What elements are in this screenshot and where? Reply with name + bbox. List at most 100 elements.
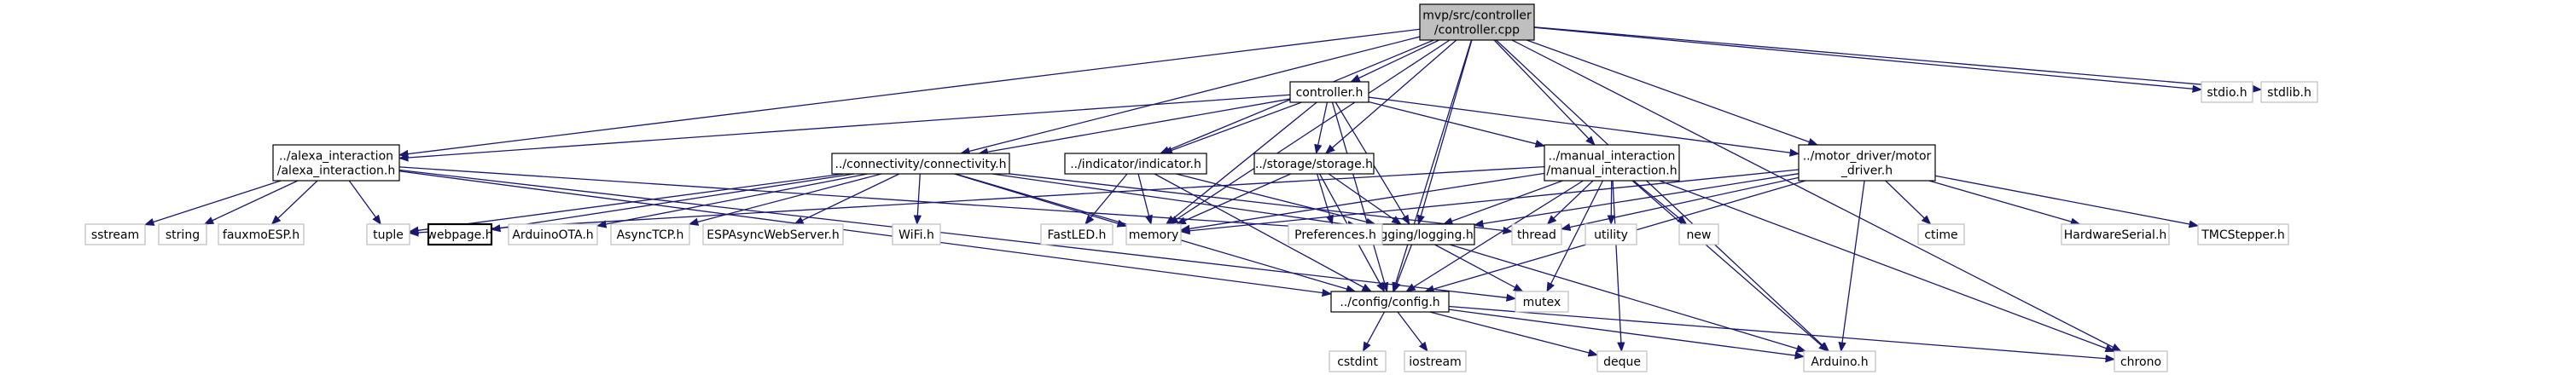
node-label: controller.h (1296, 86, 1364, 100)
include-edge-connectivity-to-asynctcp (688, 173, 882, 226)
file-node-manual[interactable]: ../manual_interaction/manual_interaction… (1544, 144, 1680, 182)
include-edge-controller_h-to-indicator (1162, 101, 1302, 154)
file-node-mutex: mutex (1515, 291, 1569, 313)
node-box (1404, 350, 1467, 372)
node-box (1803, 350, 1876, 372)
include-edge-config-to-arduino (1448, 309, 1806, 360)
file-node-controller-cpp[interactable]: mvp/src/controller/controller.cpp (1419, 3, 1535, 41)
node-box (272, 144, 400, 182)
include-edge-motor-to-thread (1560, 176, 1800, 232)
include-edge-controller_cpp-to-chrono (1511, 39, 2122, 352)
node-label: mvp/src/controller (1422, 9, 1532, 23)
file-node-string: string (158, 223, 207, 245)
node-label: ../manual_interaction (1549, 150, 1676, 164)
include-edge-controller_cpp-to-memory (1168, 39, 1451, 225)
file-node-fauxmo: fauxmoESP.h (218, 223, 305, 245)
node-box (1917, 223, 1965, 245)
include-edge-connectivity-to-thread (1009, 173, 1514, 235)
file-node-new: new (1678, 223, 1719, 245)
node-label: /manual_interaction.h (1546, 164, 1677, 178)
file-node-controller-h[interactable]: controller.h (1289, 81, 1369, 103)
file-node-motor[interactable]: ../motor_driver/motor_driver.h (1798, 144, 1936, 182)
node-box (2061, 223, 2170, 245)
include-edge-connectivity-to-memory (954, 173, 1128, 228)
node-label: /controller.cpp (1434, 24, 1520, 38)
file-node-deque: deque (1596, 350, 1648, 372)
node-label: ../connectivity/connectivity.h (835, 158, 1007, 171)
node-box (1288, 223, 1383, 245)
include-edge-controller_h-to-memory (1165, 101, 1317, 225)
node-label: _driver.h (1840, 164, 1893, 178)
include-edge-storage-to-logging (1328, 173, 1402, 225)
include-edge-manual-to-memory (1179, 172, 1545, 233)
node-box (2197, 223, 2289, 245)
include-edge-controller_cpp-to-stdio (1533, 26, 2203, 93)
node-label: ../alexa_interaction (279, 150, 393, 164)
dependency-edges (143, 26, 2263, 363)
file-node-storage[interactable]: ../storage/storage.h (1253, 153, 1375, 175)
file-node-alexa[interactable]: ../alexa_interaction/alexa_interaction.h (272, 144, 400, 182)
file-node-stdlib: stdlib.h (2260, 81, 2318, 103)
include-edge-alexa-to-sstream (143, 180, 282, 226)
include-edge-motor-to-tmc (1934, 175, 2200, 228)
include-edge-alexa-to-mutex (398, 169, 1517, 302)
node-label: webpage.h (427, 228, 492, 242)
include-edge-controller_h-to-alexa (398, 94, 1291, 162)
include-edge-logging-to-mutex (1434, 244, 1524, 292)
include-edge-controller_h-to-config (1331, 101, 1389, 293)
node-box (158, 223, 207, 245)
node-box (2260, 81, 2318, 103)
include-edge-motor-to-memory (1179, 169, 1800, 235)
node-label: TMCStepper.h (2201, 228, 2285, 242)
file-node-fastled: FastLED.h (1040, 223, 1114, 245)
node-box (1678, 223, 1719, 245)
node-box (366, 223, 410, 245)
file-node-config[interactable]: ../config/config.h (1330, 291, 1450, 313)
node-label: ../storage/storage.h (1255, 158, 1373, 171)
node-box (1125, 223, 1182, 245)
node-label: Arduino.h (1811, 355, 1868, 369)
file-node-ctime: ctime (1917, 223, 1965, 245)
node-label: WiFi.h (898, 228, 934, 242)
node-label: new (1687, 228, 1712, 242)
file-node-espasync: ESPAsyncWebServer.h (702, 223, 844, 245)
include-edge-logging-to-config (1393, 244, 1413, 293)
node-label: deque (1603, 355, 1641, 369)
file-node-memory: memory (1125, 223, 1182, 245)
file-node-cstdint: cstdint (1329, 350, 1387, 372)
include-edge-alexa-to-config (398, 170, 1333, 297)
include-edge-connectivity-to-tuple (408, 173, 844, 234)
node-box (84, 223, 146, 245)
file-node-sstream: sstream (84, 223, 146, 245)
node-label: stdio.h (2207, 86, 2247, 100)
node-box (508, 223, 598, 245)
node-label: sstream (91, 228, 139, 242)
node-label: ESPAsyncWebServer.h (707, 228, 839, 242)
node-box (2114, 350, 2168, 372)
file-node-indicator[interactable]: ../indicator/indicator.h (1064, 153, 1207, 175)
include-edge-manual-to-arduino (1631, 180, 1829, 352)
node-box (892, 223, 941, 245)
node-box (1253, 153, 1375, 175)
node-label: AsyncTCP.h (617, 228, 684, 242)
include-edge-controller_cpp-to-alexa (398, 28, 1421, 159)
node-box (831, 153, 1010, 175)
node-label: Preferences.h (1294, 228, 1376, 242)
include-edge-manual-to-deque (1612, 180, 1625, 353)
file-node-arduinoota: ArduinoOTA.h (508, 223, 598, 245)
node-label: utility (1594, 228, 1628, 242)
node-box (2201, 81, 2253, 103)
node-box (1330, 291, 1450, 313)
node-box (427, 222, 493, 246)
file-node-preferences: Preferences.h (1288, 223, 1383, 245)
node-label: thread (1517, 228, 1556, 242)
file-node-asynctcp: AsyncTCP.h (610, 223, 690, 245)
file-node-webpage[interactable]: webpage.h (427, 222, 493, 246)
file-node-iostream: iostream (1404, 350, 1467, 372)
file-node-connectivity[interactable]: ../connectivity/connectivity.h (831, 153, 1010, 175)
include-edge-manual-to-mutex (1546, 180, 1604, 293)
include-edge-controller_cpp-to-stdlib (1533, 26, 2263, 93)
file-node-chrono: chrono (2114, 350, 2168, 372)
node-box (1064, 153, 1207, 175)
include-edge-connectivity-to-logging (991, 173, 1358, 229)
